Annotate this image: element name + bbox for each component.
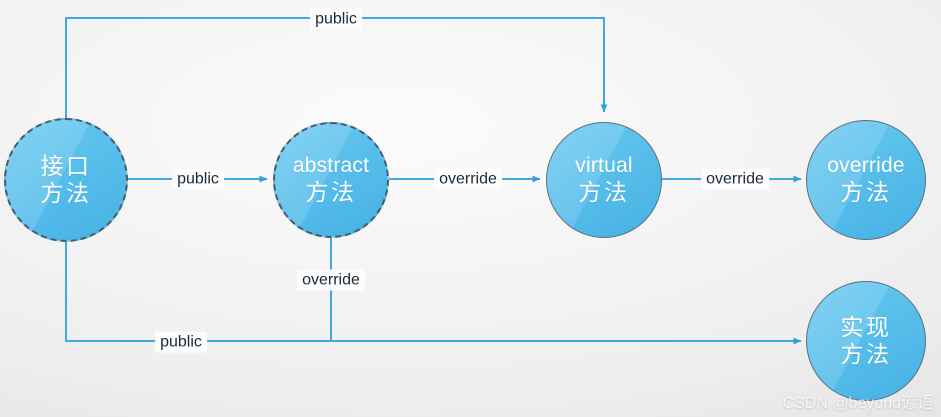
node-label-secondary: 方法 bbox=[840, 178, 892, 205]
edge-label-interface-to-implement-bottom: public bbox=[155, 331, 207, 353]
node-label-secondary: 方法 bbox=[840, 341, 892, 367]
edge-label-virtual-to-override: override bbox=[701, 168, 769, 190]
edge-label-interface-to-abstract: public bbox=[172, 168, 224, 190]
node-label-primary: virtual bbox=[575, 154, 633, 178]
node-label-primary: override bbox=[827, 154, 905, 178]
node-label-secondary: 方法 bbox=[578, 178, 630, 205]
node-label-primary: 接口 bbox=[40, 152, 92, 179]
edge-label-abstract-to-virtual: override bbox=[434, 168, 502, 190]
edge-interface-to-implement-bottom bbox=[65, 242, 802, 345]
edge-label-interface-to-virtual-top: public bbox=[310, 8, 362, 30]
edge-interface-to-virtual-top bbox=[65, 17, 608, 118]
node-label-primary: 实现 bbox=[840, 313, 892, 340]
node-label-secondary: 方法 bbox=[40, 180, 92, 206]
node-label-secondary: 方法 bbox=[305, 178, 357, 205]
edge-label-abstract-to-implement: override bbox=[297, 269, 365, 291]
node-implement-method[interactable]: 实现方法 bbox=[806, 281, 926, 401]
node-label-primary: abstract bbox=[292, 154, 370, 178]
node-interface-method[interactable]: 接口方法 bbox=[4, 118, 128, 242]
